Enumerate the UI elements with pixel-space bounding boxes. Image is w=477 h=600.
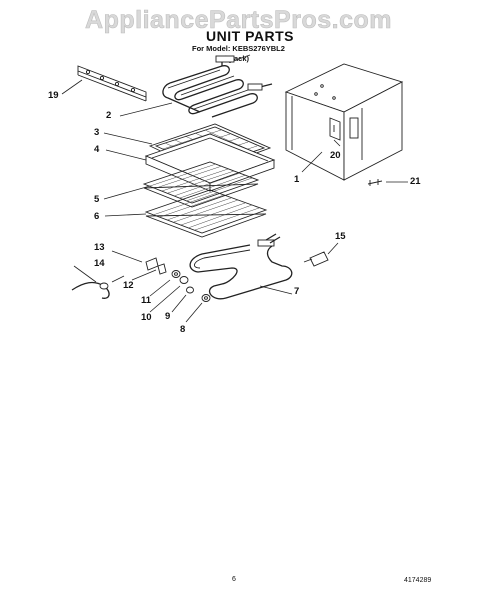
callout-6: 6	[94, 211, 100, 222]
callout-19: 19	[48, 90, 59, 101]
callout-4: 4	[94, 144, 100, 155]
part-12-clip	[131, 263, 167, 281]
part-19-bracket	[61, 65, 147, 102]
callout-10: 10	[141, 312, 152, 323]
watermark-logo: AppliancePartsPros.com	[85, 6, 392, 35]
page-number: 6	[232, 576, 236, 583]
part-4-broiler-pan	[105, 133, 276, 192]
part-8-nut	[185, 294, 211, 323]
document-number: 4174289	[404, 577, 432, 584]
callout-21: 21	[410, 176, 421, 187]
callout-9: 9	[165, 311, 171, 322]
callout-13: 13	[94, 242, 105, 253]
callout-3: 3	[94, 127, 100, 138]
part-11-bushing	[149, 270, 181, 297]
callout-8: 8	[180, 324, 186, 335]
model-line: For Model: KEBS276YBL2	[192, 44, 285, 53]
diagram-title: UNIT PARTS	[206, 28, 294, 44]
callout-12: 12	[123, 280, 134, 291]
part-14-sensor	[71, 265, 125, 299]
part-7-bake-element	[189, 233, 293, 300]
part-21-screw	[367, 179, 408, 186]
callout-7: 7	[294, 286, 300, 297]
part-2-broil-element	[119, 54, 273, 118]
callout-1: 1	[294, 174, 300, 185]
callout-14: 14	[94, 258, 105, 269]
part-10-nut	[149, 276, 189, 313]
callout-15: 15	[335, 231, 346, 242]
callout-11: 11	[141, 295, 152, 306]
callout-5: 5	[94, 194, 100, 205]
callout-20: 20	[330, 150, 341, 161]
callout-2: 2	[106, 110, 112, 121]
part-1-oven-cavity	[284, 63, 404, 181]
part-15-connector	[303, 242, 339, 267]
part-9-washer	[171, 286, 194, 313]
part-6-rack	[104, 189, 268, 238]
color-line: (Black)	[224, 54, 250, 63]
part-13-clip	[111, 250, 159, 271]
